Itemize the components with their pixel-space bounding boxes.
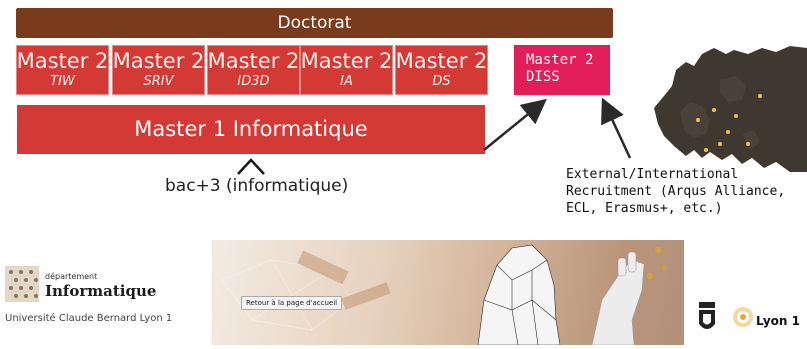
lyon1-logo-panel bbox=[688, 278, 807, 345]
lion-crest-icon bbox=[697, 302, 717, 334]
lyon1-circle-icon bbox=[732, 306, 754, 328]
arrow-master1-to-diss bbox=[484, 102, 543, 150]
arrow-recruitment-to-diss bbox=[604, 102, 630, 158]
entry-label: bac+3 (informatique) bbox=[165, 176, 348, 196]
lyon1-label: Lyon 1 bbox=[756, 314, 800, 328]
dept-label-big: Informatique bbox=[45, 282, 156, 300]
europe-map bbox=[650, 40, 807, 175]
university-name: Université Claude Bernard Lyon 1 bbox=[5, 313, 172, 324]
dept-logo-icon bbox=[5, 266, 39, 302]
chevron-up-icon bbox=[238, 160, 264, 174]
recruitment-label: External/International Recruitment (Arqu… bbox=[566, 166, 806, 217]
footer-banner bbox=[212, 240, 684, 345]
back-home-link[interactable]: Retour à la page d'accueil bbox=[241, 296, 342, 310]
dept-label-small: département bbox=[45, 272, 97, 281]
